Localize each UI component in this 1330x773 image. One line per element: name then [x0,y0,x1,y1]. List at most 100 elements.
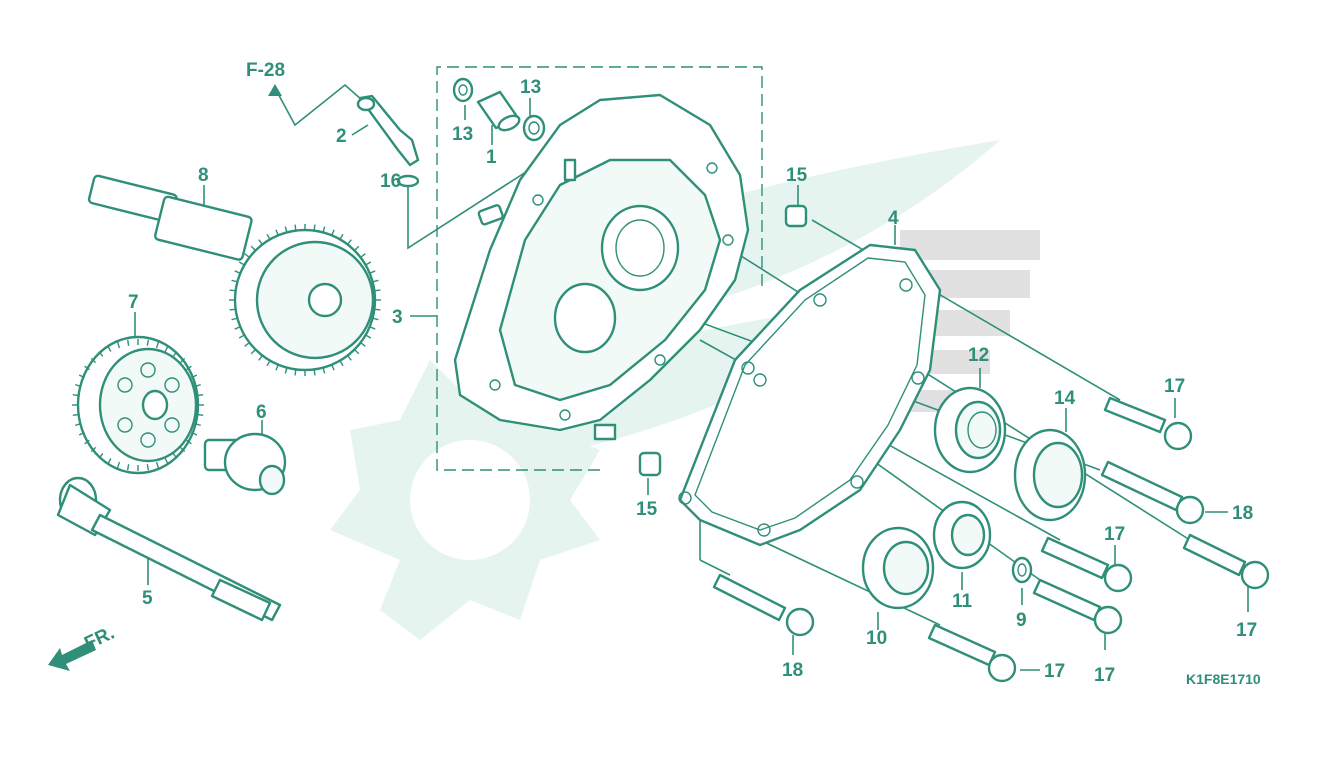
callout-1: 1 [486,147,497,168]
group-bracket [436,66,763,471]
gear-tooth [339,360,344,367]
breather-tube [358,94,420,167]
gear-tooth [229,308,236,311]
gear-tooth [172,453,178,459]
washer-9 [1011,556,1033,584]
gear-tooth [90,446,97,453]
gear-tooth [284,226,288,233]
gear-tooth [146,339,150,346]
gear-tooth [244,253,250,258]
gear-tooth [72,393,79,397]
gear-tooth [258,355,263,361]
gear-tooth [186,439,192,445]
callout-15b: 15 [636,499,658,520]
callout-17e: 17 [1044,661,1065,682]
gear-tooth [347,239,352,245]
gear-tooth [84,365,90,371]
gear-tooth [191,374,198,379]
gear-tooth [372,317,379,321]
callout-5: 5 [142,588,153,609]
gear-7 [72,335,204,475]
gear-tooth [234,326,241,330]
gear-tooth [369,270,376,274]
gear-tooth [275,229,279,236]
callout-9: 9 [1016,610,1027,631]
gear-tooth [231,317,238,321]
gear-tooth [238,334,245,339]
bearing-10 [861,526,935,610]
gear-tooth [197,413,204,417]
gear-tooth [172,351,178,357]
gear-tooth [374,289,381,292]
callout-17d: 17 [1094,665,1115,686]
gear-tooth [313,224,316,231]
gear-tooth [191,431,198,436]
gear-tooth [194,422,201,427]
callout-11: 11 [952,591,973,612]
gear-tooth [354,349,360,355]
gear-tooth [354,245,360,251]
gear-tooth [75,422,82,427]
ref-arrow-icon [268,84,282,96]
gear-tooth [339,233,344,240]
gear-tooth [84,439,90,445]
gear-tooth [229,289,236,292]
gear-tooth [284,367,288,374]
gear-tooth [231,279,238,283]
gear-tooth [75,383,82,388]
gear-tooth [155,342,160,349]
shaft-5 [56,476,282,622]
gear-tooth [116,461,121,468]
gear-tooth [250,245,256,251]
gear-tooth [365,334,372,339]
gear-tooth [126,339,130,346]
callout-10: 10 [866,628,887,649]
bearing-12 [933,386,1007,474]
gear-tooth [78,431,85,436]
callout-17c: 17 [1236,620,1257,641]
gear-tooth [275,364,279,371]
dowel-pin-bottom [638,451,662,477]
gear-tooth [155,461,160,468]
gear-tooth [116,342,121,349]
gear-tooth [72,413,79,417]
crankcase-cover [453,93,750,441]
callout-14: 14 [1054,388,1076,409]
gear-tooth [164,345,169,352]
gear-tooth [372,279,379,283]
gear-shaft-8 [87,174,381,376]
gear-6 [203,432,287,496]
gear-tooth [360,253,366,258]
small-parts-top [452,77,546,142]
callout-18a: 18 [1232,503,1253,524]
callout-17b: 17 [1104,524,1125,545]
callout-8: 8 [198,165,209,186]
callout-3: 3 [392,307,403,328]
drawing-code: K1F8E1710 [1186,671,1261,687]
gear-tooth [197,393,204,397]
gear-tooth [331,364,335,371]
callout-17a: 17 [1164,376,1185,397]
gasket [678,243,942,547]
callout-2: 2 [336,126,347,147]
gear-tooth [78,374,85,379]
oil-seal-14 [1013,428,1087,522]
gear-tooth [347,355,352,361]
gear-tooth [294,369,297,376]
callout-16: 16 [380,171,401,192]
callout-15a: 15 [786,165,808,186]
bearing-11 [932,500,992,570]
gear-tooth [146,464,150,471]
front-direction-icon [48,640,96,671]
gear-tooth [266,360,271,367]
callout-4: 4 [888,208,899,229]
bolts [712,396,1270,683]
gear-tooth [266,233,271,240]
callout-labels: 1 2 3 4 5 6 7 8 9 10 11 12 13 13 14 15 1… [128,77,1257,686]
gear-tooth [365,261,372,266]
gear-tooth [179,446,186,453]
gear-tooth [322,226,326,233]
gear-tooth [313,369,316,376]
gear-tooth [238,261,245,266]
